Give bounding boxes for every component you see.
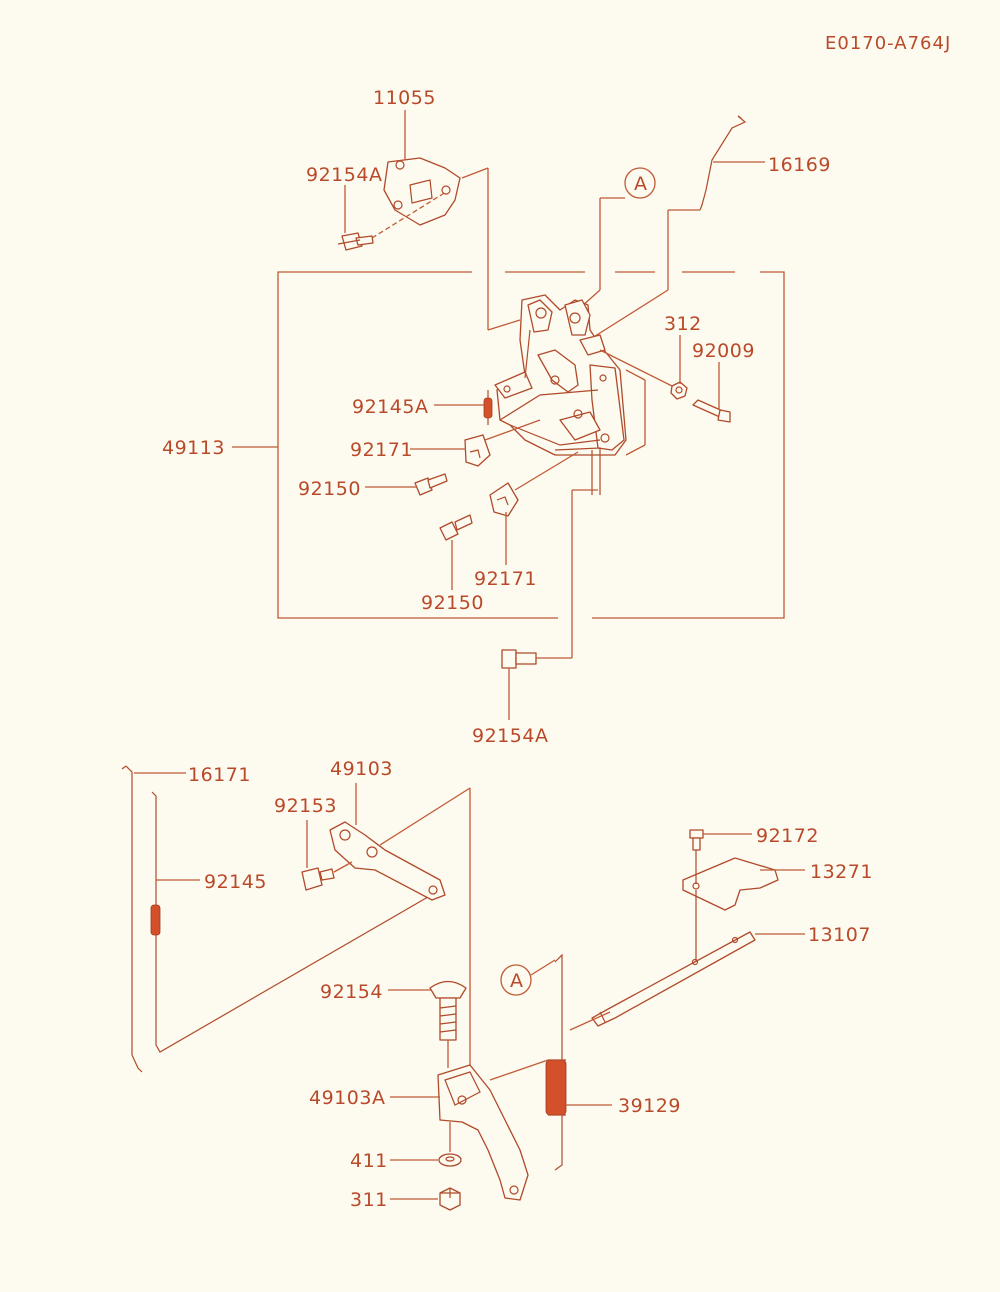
- reference-A-top: [624, 167, 656, 199]
- label-16169[interactable]: 16169: [768, 154, 831, 176]
- label-92172[interactable]: 92172: [756, 825, 819, 847]
- label-ref-A-top: A: [634, 173, 648, 195]
- label-92145A[interactable]: 92145A: [352, 396, 428, 418]
- lever-49103[interactable]: [329, 821, 446, 901]
- bolt-92009[interactable]: [692, 399, 731, 423]
- spring-92145[interactable]: [150, 791, 441, 1053]
- bolt-92154A-top[interactable]: [337, 232, 374, 251]
- label-92009[interactable]: 92009: [692, 340, 755, 362]
- rod-16171[interactable]: [121, 765, 143, 1073]
- label-49103A[interactable]: 49103A: [309, 1087, 385, 1109]
- label-311[interactable]: 311: [350, 1189, 388, 1211]
- label-13271[interactable]: 13271: [810, 861, 873, 883]
- label-92145[interactable]: 92145: [204, 871, 267, 893]
- diagram-code: E0170-A764J: [825, 33, 951, 54]
- control-assembly-49113[interactable]: [494, 294, 627, 495]
- reference-A-bottom: [500, 964, 532, 996]
- label-92154A-mid[interactable]: 92154A: [472, 725, 548, 747]
- rod-16169[interactable]: [699, 115, 747, 211]
- label-16171[interactable]: 16171: [188, 764, 251, 786]
- label-49113[interactable]: 49113: [162, 437, 225, 459]
- label-92150-b[interactable]: 92150: [421, 592, 484, 614]
- label-312[interactable]: 312: [664, 313, 702, 335]
- label-92171-b[interactable]: 92171: [474, 568, 537, 590]
- label-411[interactable]: 411: [350, 1150, 388, 1172]
- label-13107[interactable]: 13107: [808, 924, 871, 946]
- clip-92171-a[interactable]: [464, 434, 491, 467]
- screw-92150-b[interactable]: [439, 514, 473, 541]
- label-92150-a[interactable]: 92150: [298, 478, 361, 500]
- bolt-92153[interactable]: [301, 867, 335, 891]
- shaft-13107[interactable]: [591, 890, 756, 1027]
- label-92171-a[interactable]: 92171: [350, 439, 413, 461]
- label-49103[interactable]: 49103: [330, 758, 393, 780]
- washer-411[interactable]: [438, 1153, 462, 1167]
- bolt-92154A-mid[interactable]: [501, 649, 537, 669]
- label-92153[interactable]: 92153: [274, 795, 337, 817]
- label-39129[interactable]: 39129: [618, 1095, 681, 1117]
- clip-92171-b[interactable]: [489, 482, 519, 517]
- spring-39129[interactable]: [545, 953, 567, 1171]
- screw-92150-a[interactable]: [414, 473, 448, 496]
- nut-311[interactable]: [439, 1187, 461, 1211]
- screw-92172[interactable]: [689, 829, 704, 851]
- nut-312[interactable]: [670, 381, 688, 400]
- bolt-92154[interactable]: [429, 980, 467, 1041]
- label-ref-A-bottom: A: [510, 970, 524, 992]
- label-11055[interactable]: 11055: [373, 87, 436, 109]
- plate-13271[interactable]: [682, 850, 779, 911]
- lever-49103A[interactable]: [437, 1064, 529, 1201]
- label-92154A-top[interactable]: 92154A: [306, 164, 382, 186]
- spring-92145A[interactable]: [483, 390, 493, 425]
- label-92154[interactable]: 92154: [320, 981, 383, 1003]
- plate-11055[interactable]: [383, 157, 461, 226]
